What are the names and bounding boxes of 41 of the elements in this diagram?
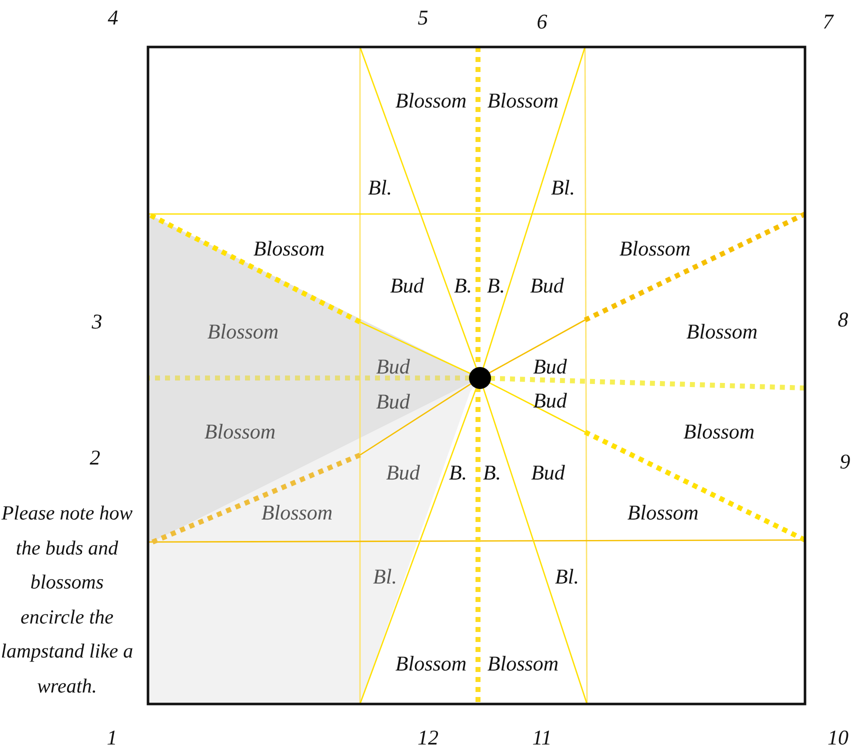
region-label: Blossom [686, 322, 758, 342]
region-label: Blossom [395, 90, 467, 112]
region-label: Blossom [487, 654, 559, 674]
number-label: 5 [418, 8, 428, 28]
region-label: Blossom [207, 322, 279, 342]
region-label: B. [486, 276, 506, 296]
number-label: 9 [840, 452, 850, 472]
region-label: Bl. [555, 566, 579, 588]
region-label: Bl. [551, 178, 575, 198]
number-label: 4 [108, 8, 118, 28]
region-label: B. [482, 462, 502, 484]
region-label: Blossom [487, 90, 559, 112]
region-label: Blossom [204, 422, 276, 442]
number-label: 8 [838, 310, 848, 330]
region-label: Blossom [253, 238, 325, 260]
region-label: Bl. [368, 178, 392, 198]
region-label: Blossom [619, 238, 691, 260]
region-label: B. [454, 276, 472, 296]
number-label: 2 [90, 448, 100, 468]
number-label: 6 [536, 12, 548, 32]
region-label: Blossom [395, 654, 467, 674]
region-label: Bud [533, 356, 567, 378]
number-label: 1 [106, 728, 118, 748]
region-label: Bud [533, 390, 567, 412]
note-text: Please note how the buds and blossoms encircle the lampstand like a wreath. [0, 502, 134, 699]
region-label: Bud [390, 276, 424, 296]
region-label: B. [448, 462, 468, 484]
region-label: Blossom [627, 502, 699, 524]
number-label: 12 [418, 728, 438, 748]
region-label: Bl. [373, 566, 397, 588]
region-label: Bud [386, 462, 420, 484]
number-label: 7 [822, 12, 834, 32]
region-label: Bud [530, 276, 564, 296]
number-label: 11 [532, 728, 552, 748]
number-label: 3 [92, 312, 102, 332]
number-label: 10 [828, 728, 848, 748]
region-label: Bud [376, 356, 410, 378]
region-label: Blossom [261, 502, 333, 524]
region-label: Bud [531, 462, 565, 484]
region-label: Blossom [683, 422, 755, 442]
region-label: Bud [376, 392, 410, 412]
